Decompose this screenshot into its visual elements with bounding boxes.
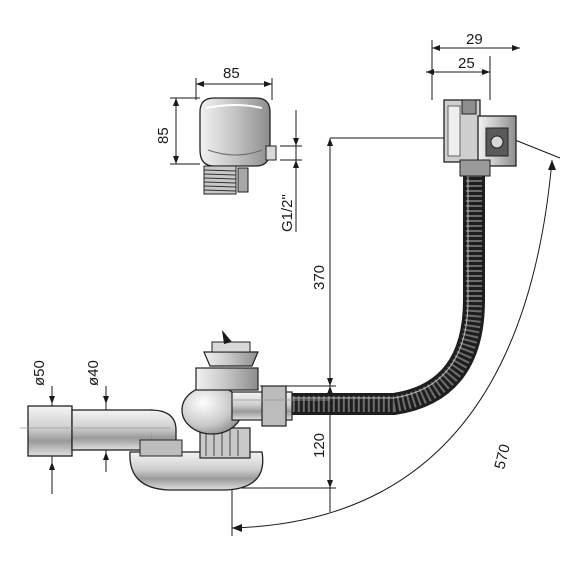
dim-inner-diameter-label: ø40 (85, 360, 102, 386)
dimension-29: 29 (431, 31, 520, 100)
overflow-outlet-assembly (443, 99, 517, 177)
overflow-head-detail: 85 85 G1/2" (155, 65, 302, 232)
dim-570-label: 570 (491, 443, 514, 471)
dim-29-label: 29 (466, 31, 483, 48)
waste-trap-body (129, 330, 330, 491)
dimension-570: 570 (231, 137, 561, 536)
dimension-370: 370 (311, 137, 446, 386)
dim-thread-label: G1/2" (279, 194, 296, 232)
dimension-120: 120 (240, 385, 336, 512)
dim-120-label: 120 (311, 433, 328, 458)
dim-outer-diameter-label: ø50 (31, 360, 48, 386)
dim-85-width-label: 85 (223, 65, 240, 82)
dimension-25: 25 (426, 55, 491, 100)
dim-370-label: 370 (311, 265, 328, 290)
dim-25-label: 25 (458, 55, 475, 72)
dim-85-height-label: 85 (155, 127, 172, 144)
flexible-hose (290, 150, 485, 415)
